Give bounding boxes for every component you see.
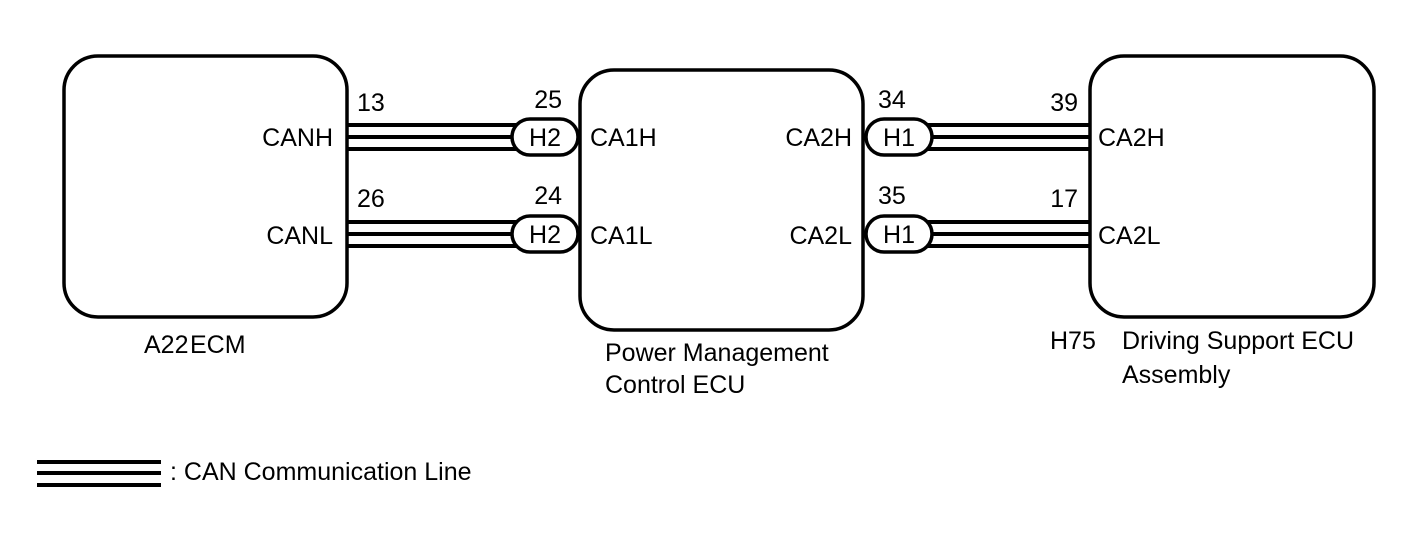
connector-h1-ca2l-pill [864, 214, 934, 254]
connector-h2-ca1l-pill [510, 214, 580, 254]
dsecu-ca2h-signal: CA2H [1098, 124, 1165, 152]
pmc-ca1l-pin: 24 [534, 182, 562, 210]
legend-can-line-symbol [37, 460, 161, 487]
pmc-ca2h-pin: 34 [878, 86, 906, 114]
pmc-ca2l-pin: 35 [878, 182, 906, 210]
ecm-name: ECM [190, 331, 246, 359]
ecm-canh-pin: 13 [357, 89, 385, 117]
connector-h2-ca1h-label: H2 [529, 124, 561, 152]
dsecu-ca2l-pin: 17 [1050, 185, 1078, 213]
can-line-ecm-canl-to-pmc-ca1l [347, 220, 520, 248]
can-line-ecm-canh-to-pmc-ca1h [347, 123, 520, 151]
pmc-ca1l-signal: CA1L [590, 222, 653, 250]
dsecu-ca2h-pin: 39 [1050, 89, 1078, 117]
can-line-pmc-ca2h-to-dsecu-ca2h [920, 123, 1090, 151]
pmc-ca2h-signal: CA2H [785, 124, 852, 152]
pmc-ca2l-signal: CA2L [789, 222, 852, 250]
power-management-ecu-box [578, 68, 865, 332]
connector-h2-ca1h-pill [510, 117, 580, 157]
ecm-canl-signal: CANL [266, 222, 333, 250]
connector-h1-ca2h-label: H1 [883, 124, 915, 152]
pmc-ca1h-pin: 25 [534, 86, 562, 114]
connector-h1-ca2h-pill [864, 117, 934, 157]
can-line-pmc-ca2l-to-dsecu-ca2l [920, 220, 1090, 248]
pmc-ca1h-signal: CA1H [590, 124, 657, 152]
dsecu-connector-code: H75 [1050, 327, 1096, 355]
ecm-canl-pin: 26 [357, 185, 385, 213]
connector-h1-ca2l-label: H1 [883, 221, 915, 249]
dsecu-name-line1: Driving Support ECU [1122, 327, 1354, 355]
pmc-name-line1: Power Management [605, 339, 829, 367]
dsecu-ca2l-signal: CA2L [1098, 222, 1161, 250]
connector-h2-ca1l-label: H2 [529, 221, 561, 249]
dsecu-name-line2: Assembly [1122, 361, 1231, 389]
driving-support-ecu-box [1088, 54, 1376, 319]
ecm-canh-signal: CANH [262, 124, 333, 152]
legend-label: : CAN Communication Line [170, 458, 472, 486]
ecm-connector-code: A22 [144, 331, 188, 359]
pmc-name-line2: Control ECU [605, 371, 745, 399]
ecm-box [62, 54, 349, 319]
